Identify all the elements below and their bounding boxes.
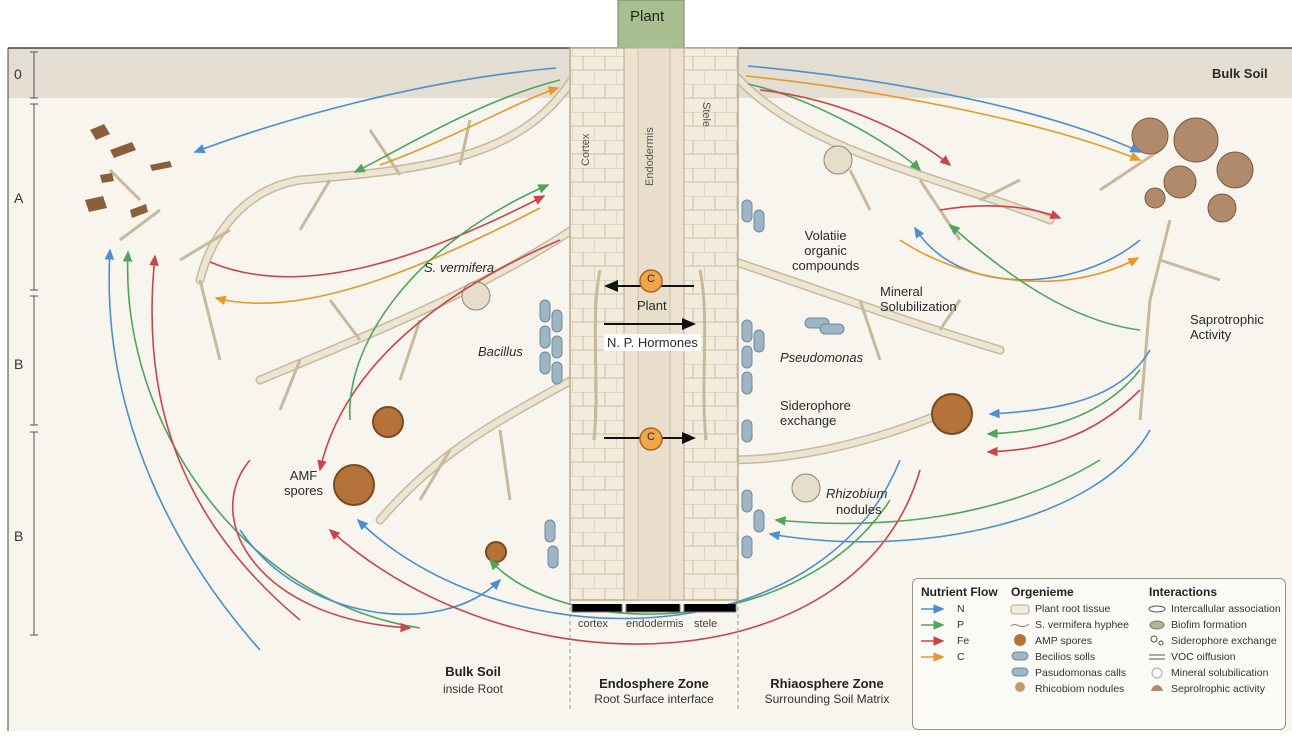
legend-organism-5: Pasudomonas calls: [1035, 667, 1126, 679]
legend-nutrient-p: P: [957, 619, 964, 631]
amf-spores-label: AMF spores: [284, 468, 323, 498]
legend-nutrient-title: Nutrient Flow: [921, 585, 998, 599]
legend-nutrient-c: C: [957, 651, 965, 663]
legend-interaction-6: Seprolrophic activity: [1171, 683, 1265, 695]
legend-nutrient-n: N: [957, 603, 965, 615]
legend-organism-6: Rhicobiom nodules: [1035, 683, 1124, 695]
legend-organism-1: Plant root tissue: [1035, 603, 1110, 615]
hormones-label: N. P. Hormones: [604, 334, 701, 351]
legend-nutrient-fe: Fe: [957, 635, 969, 647]
zone-endosphere-subtitle: Root Surface interface: [574, 692, 734, 706]
cortex-vertical-label: Cortex: [580, 134, 592, 166]
zone-rhizosphere-subtitle: Surrounding Soil Matrix: [742, 692, 912, 706]
legend-interaction-3: Siderophore exchange: [1171, 635, 1277, 647]
legend-nutrient-swatches: [919, 603, 949, 673]
legend-interaction-4: VOC oiffusion: [1171, 651, 1236, 663]
carbon-symbol-2: C: [647, 431, 655, 443]
legend-interaction-2: Biofim formation: [1171, 619, 1247, 631]
legend: Nutrient Flow Orgenieme Interactions N P…: [912, 578, 1286, 730]
horizon-A: A: [14, 190, 23, 206]
bacillus-label: Bacillus: [478, 344, 523, 359]
legend-interaction-5: Mineral solubilication: [1171, 667, 1268, 679]
bottom-column-dividers: [572, 604, 736, 612]
bottom-label-stele: stele: [694, 618, 717, 630]
bottom-label-endodermis: endodermis: [626, 618, 683, 630]
legend-organism-swatches: [1009, 603, 1033, 703]
zone-bulk-soil-title: Bulk Soil: [398, 664, 548, 679]
legend-organism-3: AMP spores: [1035, 635, 1092, 647]
zone-bulk-soil-subtitle: inside Root: [398, 682, 548, 696]
bulk-soil-top-label: Bulk Soil: [1212, 66, 1268, 81]
horizon-B2: B: [14, 528, 23, 544]
vermifera-label: S. vermifera: [424, 260, 494, 275]
legend-organisms-title: Orgenieme: [1011, 585, 1074, 599]
carbon-symbol-1: C: [647, 273, 655, 285]
bottom-label-cortex: cortex: [578, 618, 608, 630]
voc-label: Volatiie organic compounds: [792, 228, 859, 273]
stele-vertical-label: Stele: [700, 102, 712, 127]
mineral-solubilization-label: Mineral Solubilization: [880, 284, 957, 314]
nodules-label: nodules: [836, 502, 882, 517]
endodermis-vertical-label: Endodermis: [644, 127, 656, 186]
rhizobium-label: Rhizobium: [826, 486, 887, 501]
legend-interactions-title: Interactions: [1149, 585, 1217, 599]
pseudomonas-label: Pseudomonas: [780, 350, 863, 365]
horizon-B1: B: [14, 356, 23, 372]
zone-endosphere-title: Endosphere Zone: [574, 676, 734, 691]
saprotrophic-label: Saprotrophic Activity: [1190, 312, 1264, 342]
horizon-O: 0: [14, 66, 22, 82]
plant-flow-label: Plant: [637, 298, 667, 313]
legend-interaction-swatches: [1147, 603, 1169, 703]
siderophore-label: Siderophore exchange: [780, 398, 851, 428]
legend-organism-4: Becilios solls: [1035, 651, 1095, 663]
legend-organism-2: S. vermifera hyphee: [1035, 619, 1129, 631]
zone-rhizosphere-title: Rhiaosphere Zone: [742, 676, 912, 691]
legend-interaction-1: Intercallular association: [1171, 603, 1281, 615]
plant-label: Plant: [630, 8, 664, 25]
